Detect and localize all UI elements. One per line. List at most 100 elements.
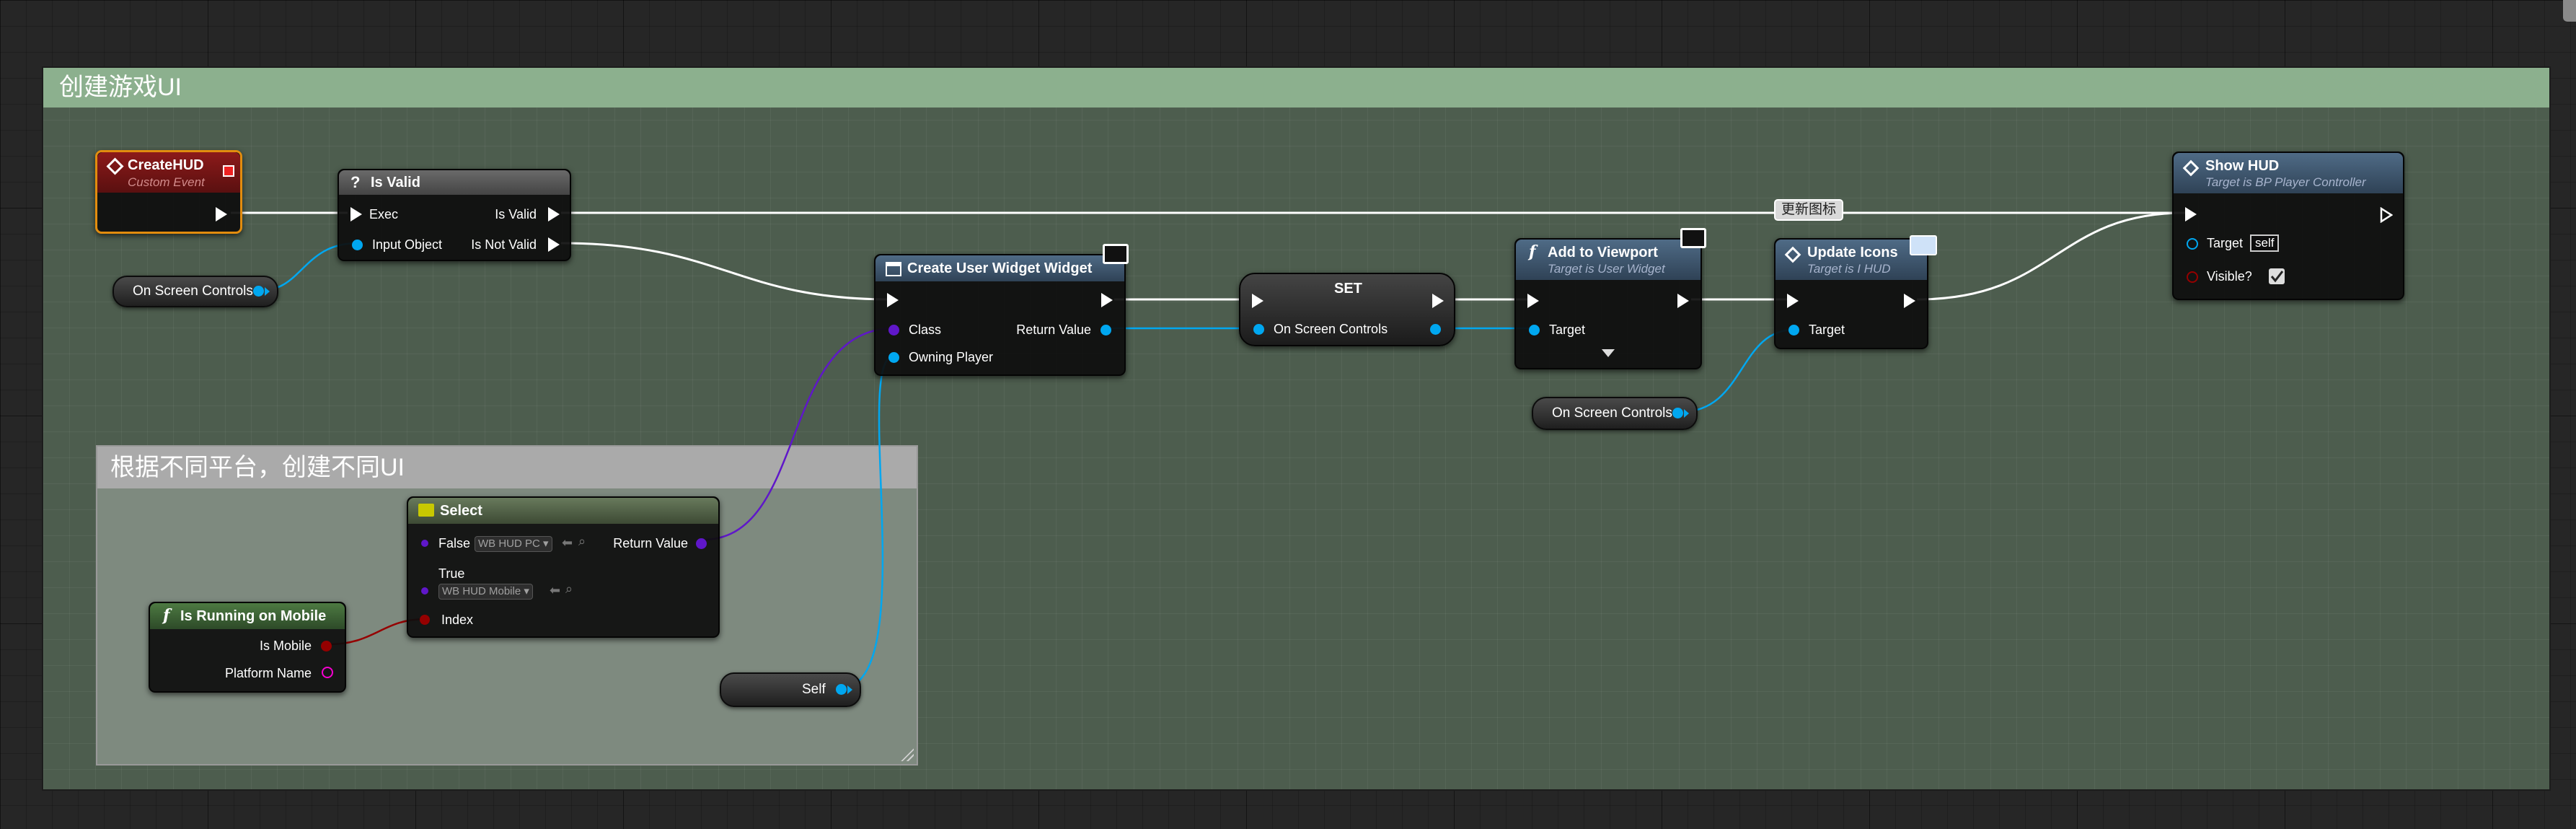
select-node[interactable]: Select False WB HUD PC ▾ ⬅ ⌕ True WB HUD… [407, 496, 720, 638]
target-pin[interactable] [2187, 238, 2198, 250]
node-subtitle: Target is I HUD [1807, 262, 1891, 276]
node-header [150, 603, 345, 629]
visible-pin[interactable] [2187, 271, 2198, 283]
is-running-on-mobile-node[interactable]: f Is Running on Mobile Is Mobile Platfor… [149, 602, 346, 693]
resize-grip-icon[interactable] [901, 748, 914, 761]
comment-box-title: 创建游戏UI [59, 74, 182, 101]
search-icon[interactable]: ⌕ [565, 582, 573, 596]
false-class-dropdown[interactable]: WB HUD PC ▾ [475, 536, 552, 552]
node-comment-text: 更新图标 [1781, 202, 1837, 217]
true-pin[interactable] [421, 587, 428, 595]
exec-in-pin[interactable] [1787, 294, 1799, 308]
on-screen-controls-getter-node[interactable]: On Screen Controls [113, 276, 278, 307]
graph-corner-icon[interactable] [2563, 0, 2576, 22]
node-title: CreateHUD [128, 157, 204, 173]
set-variable-node[interactable]: SET On Screen Controls [1239, 273, 1455, 346]
index-pin[interactable] [420, 615, 430, 625]
add-to-viewport-node[interactable]: f Add to Viewport Target is User Widget … [1514, 228, 1706, 369]
monitor-icon [1680, 228, 1706, 248]
target-pin[interactable] [1788, 325, 1799, 335]
object-out-pin[interactable] [253, 286, 264, 297]
expand-arrow-icon[interactable] [1602, 349, 1615, 357]
exec-wire [1916, 211, 2186, 301]
pin-label-is-mobile: Is Mobile [259, 639, 312, 653]
function-icon: f [1529, 242, 1536, 261]
exec-out-pin[interactable] [2380, 207, 2393, 223]
pin-label-visible: Visible? [2207, 269, 2252, 284]
exec-out-pin[interactable] [1677, 294, 1689, 308]
platform-name-pin[interactable] [322, 667, 333, 678]
on-screen-controls-in-pin[interactable] [1253, 324, 1264, 335]
node-subtitle: Target is User Widget [1548, 262, 1665, 276]
target-pin[interactable] [1529, 325, 1540, 335]
exec-out-pin[interactable] [1432, 294, 1444, 308]
exec-wire [560, 242, 891, 301]
node-title: SET [1334, 281, 1362, 297]
pin-label-true: True [438, 566, 465, 581]
return-value-pin[interactable] [1100, 325, 1111, 335]
self-out-pin[interactable] [836, 684, 847, 695]
pin-label-on-screen-controls: On Screen Controls [1274, 322, 1388, 336]
pin-label-false: False [438, 536, 471, 551]
is-valid-node[interactable]: ? Is Valid Exec Input Object Is Valid Is… [338, 169, 571, 261]
exec-in-pin[interactable] [350, 207, 362, 221]
exec-out-is-valid-pin[interactable] [548, 207, 560, 221]
browse-arrow-icon[interactable]: ⬅ [550, 583, 561, 597]
pin-label-return-value: Return Value [613, 536, 688, 551]
pin-label-index: Index [441, 613, 474, 627]
node-subtitle: Custom Event [128, 175, 205, 189]
true-class-dropdown[interactable]: WB HUD Mobile ▾ [438, 584, 533, 600]
pin-arrow-icon [1684, 409, 1689, 418]
owning-player-pin[interactable] [888, 352, 899, 363]
node-title: Show HUD [2205, 158, 2280, 174]
node-subtitle: Target is BP Player Controller [2205, 175, 2366, 189]
pin-label-is-valid: Is Valid [495, 207, 537, 221]
search-icon[interactable]: ⌕ [578, 534, 586, 548]
false-pin[interactable] [421, 540, 428, 547]
create-widget-node[interactable]: Create User Widget Widget Class Owning P… [874, 244, 1129, 376]
comment-box-header[interactable]: 创建游戏UI [43, 68, 2549, 108]
exec-in-pin[interactable] [2185, 207, 2197, 221]
pin-label-exec: Exec [369, 207, 399, 221]
exec-out-is-not-valid-pin[interactable] [548, 237, 560, 252]
on-screen-controls-getter-node[interactable]: On Screen Controls [1532, 397, 1698, 430]
node-header [339, 170, 570, 195]
browse-arrow-icon[interactable]: ⬅ [562, 535, 573, 550]
delegate-pin-icon[interactable] [223, 165, 234, 177]
update-icons-node[interactable]: Update Icons Target is I HUD Target [1774, 235, 1937, 349]
exec-in-pin[interactable] [1527, 294, 1539, 308]
create-hud-event-node[interactable]: CreateHUD Custom Event [95, 150, 242, 234]
return-value-pin[interactable] [696, 538, 707, 549]
on-screen-controls-out-pin[interactable] [1430, 324, 1441, 335]
node-comment-bubble[interactable]: 更新图标 [1774, 199, 1844, 221]
node-title: Is Valid [371, 175, 420, 190]
exec-out-pin[interactable] [1101, 293, 1113, 307]
exec-in-pin[interactable] [887, 293, 899, 307]
comment-box-header[interactable]: 根据不同平台，创建不同UI [97, 447, 917, 488]
monitor-icon [1103, 244, 1129, 264]
pin-label-target: Target [1809, 323, 1845, 337]
node-header [875, 255, 1124, 281]
show-hud-node[interactable]: Show HUD Target is BP Player Controller … [2172, 152, 2404, 300]
class-pin[interactable] [888, 325, 899, 335]
dropdown-value: WB HUD Mobile [442, 585, 521, 597]
widget-icon [886, 262, 901, 276]
node-title: Select [440, 503, 482, 519]
object-wire [839, 354, 895, 690]
function-icon: f [163, 606, 170, 625]
input-object-pin[interactable] [352, 240, 363, 250]
pin-label-class: Class [909, 323, 942, 337]
pin-arrow-icon [847, 685, 852, 694]
visible-checkbox[interactable] [2269, 268, 2285, 284]
is-mobile-pin[interactable] [321, 641, 332, 652]
variable-label: On Screen Controls [1552, 405, 1672, 421]
exec-out-pin[interactable] [1904, 294, 1915, 308]
target-value-field[interactable]: self [2250, 234, 2280, 252]
pin-arrow-icon [265, 287, 270, 296]
object-out-pin[interactable] [1672, 408, 1683, 418]
self-reference-node[interactable]: Self [720, 672, 861, 707]
exec-out-pin[interactable] [216, 207, 227, 221]
exec-in-pin[interactable] [1252, 294, 1263, 308]
pin-label-is-not-valid: Is Not Valid [471, 237, 537, 252]
